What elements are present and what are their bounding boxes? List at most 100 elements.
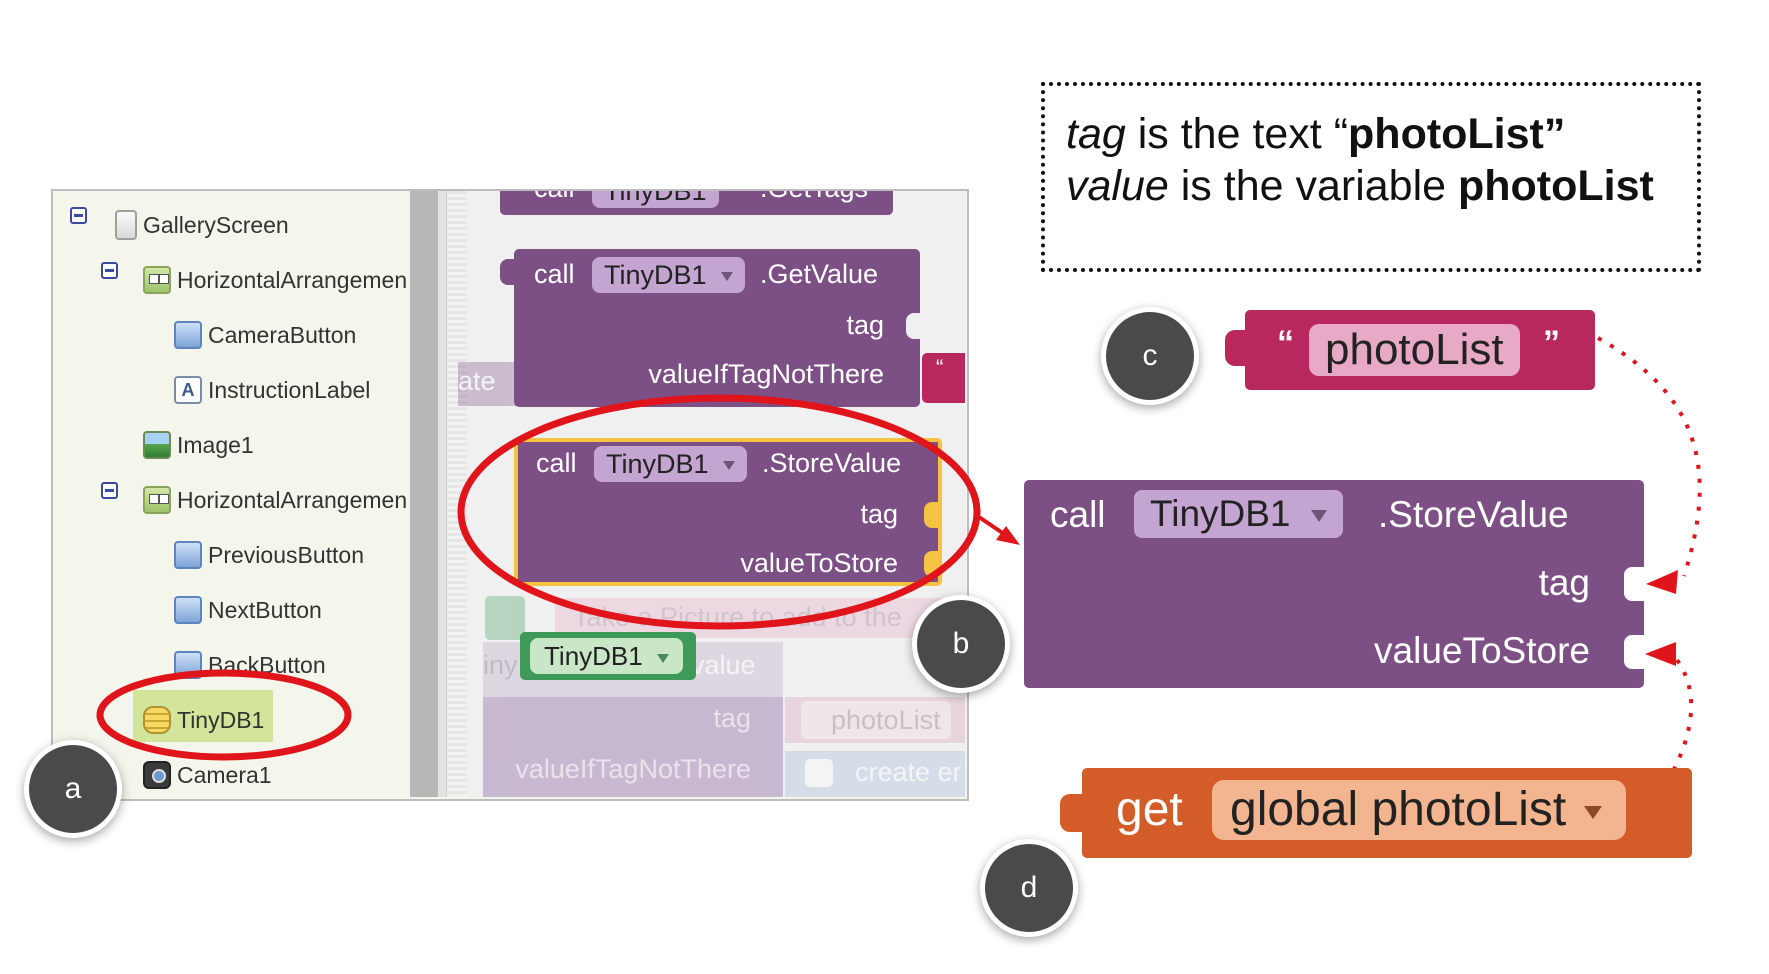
param-value-if-tag-not-there: valueIfTagNotThere bbox=[648, 359, 884, 389]
method-name: .StoreValue bbox=[762, 448, 902, 478]
method-name: .StoreValue bbox=[1378, 494, 1569, 535]
ghost-photolist-block: photoList bbox=[785, 697, 965, 743]
label-icon: A bbox=[174, 376, 202, 404]
block-connector bbox=[500, 259, 514, 285]
tree-item-camerabutton[interactable]: CameraButton bbox=[174, 318, 356, 352]
highlight-ring-storevalue bbox=[457, 394, 981, 630]
chevron-down-icon bbox=[720, 272, 733, 282]
connector-tag bbox=[1597, 336, 1702, 577]
horizontal-arrangement-icon bbox=[143, 266, 171, 294]
ghost-text: iny bbox=[483, 650, 518, 680]
collapse-toggle-icon[interactable] bbox=[101, 482, 118, 499]
component-dropdown[interactable]: TinyDB1 bbox=[592, 191, 719, 208]
panel-splitter-edge bbox=[438, 191, 446, 797]
tree-item-image1[interactable]: Image1 bbox=[143, 428, 254, 462]
highlight-ring-tinydb bbox=[96, 669, 352, 761]
tree-item-label: CameraButton bbox=[208, 321, 357, 348]
camera-icon bbox=[143, 761, 171, 789]
close-quote: ” bbox=[1543, 324, 1560, 362]
quote-mark: “ bbox=[936, 355, 944, 380]
storevalue-block[interactable]: call TinyDB1 .StoreValue tag valueToStor… bbox=[514, 438, 942, 586]
tree-item-label: InstructionLabel bbox=[208, 376, 371, 403]
param-tag: tag bbox=[1538, 562, 1590, 603]
connector-value-arrowhead bbox=[1645, 642, 1676, 666]
label-b: b bbox=[917, 600, 1005, 688]
note-line-1: tag is the text “photoList” bbox=[1066, 110, 1566, 158]
text-block-photolist[interactable]: “ photoList ” bbox=[1245, 310, 1595, 390]
collapse-toggle-icon[interactable] bbox=[101, 262, 118, 279]
tree-item-label: HorizontalArrangemen bbox=[177, 486, 408, 513]
tree-item-label: TinyDB1 bbox=[177, 706, 265, 733]
tree-item-galleryscreen[interactable]: GalleryScreen bbox=[115, 208, 289, 242]
label-a: a bbox=[29, 745, 117, 833]
image-icon bbox=[143, 431, 171, 459]
text-block-partial[interactable]: “ bbox=[922, 353, 965, 403]
get-variable-block[interactable]: get global photoList bbox=[1082, 768, 1692, 858]
tree-item-label: Image1 bbox=[177, 431, 254, 458]
label-c: c bbox=[1106, 312, 1194, 400]
workspace-scrollbar[interactable] bbox=[447, 191, 467, 797]
storevalue-block-enlarged[interactable]: call TinyDB1 .StoreValue tag valueToStor… bbox=[1024, 480, 1644, 688]
component-dropdown[interactable]: TinyDB1 bbox=[592, 257, 745, 293]
ghost-block: ate bbox=[458, 362, 516, 406]
collapse-toggle-icon[interactable] bbox=[70, 207, 87, 224]
get-block-connector bbox=[1060, 794, 1084, 832]
param-value-to-store: valueToStore bbox=[740, 548, 898, 578]
input-socket bbox=[906, 313, 920, 339]
gettags-block[interactable]: call TinyDB1 .GetTags bbox=[500, 191, 893, 215]
method-name: .GetTags bbox=[760, 191, 868, 204]
tree-item-horizontalarrangement2[interactable]: HorizontalArrangemen bbox=[143, 483, 407, 517]
connector-value bbox=[1669, 658, 1694, 776]
ghost-text: tag bbox=[713, 703, 751, 733]
component-dropdown[interactable]: TinyDB1 bbox=[1134, 490, 1343, 538]
open-quote: “ bbox=[1277, 324, 1294, 362]
tinydb-component-block[interactable]: TinyDB1 bbox=[520, 632, 696, 680]
gear-icon bbox=[805, 759, 833, 787]
chevron-down-icon bbox=[656, 653, 669, 663]
chevron-down-icon bbox=[722, 461, 735, 471]
call-keyword: call bbox=[534, 191, 575, 204]
screen-icon bbox=[115, 210, 137, 240]
ghost-create-list-block: create er bbox=[785, 751, 965, 797]
pointer-arrow-head bbox=[996, 526, 1020, 545]
text-value[interactable]: photoList bbox=[1309, 324, 1520, 376]
label-d: d bbox=[985, 844, 1073, 932]
tree-item-previousbutton[interactable]: PreviousButton bbox=[174, 538, 364, 572]
horizontal-arrangement-icon bbox=[143, 486, 171, 514]
button-icon bbox=[174, 596, 202, 624]
panel-splitter[interactable] bbox=[410, 191, 438, 797]
call-keyword: call bbox=[534, 259, 575, 289]
param-tag: tag bbox=[846, 310, 884, 340]
param-tag: tag bbox=[860, 499, 898, 529]
tree-item-label: Camera1 bbox=[177, 761, 272, 788]
tree-item-camera1[interactable]: Camera1 bbox=[143, 758, 272, 792]
variable-dropdown[interactable]: global photoList bbox=[1212, 780, 1627, 840]
tree-item-nextbutton[interactable]: NextButton bbox=[174, 593, 322, 627]
tree-item-instructionlabel[interactable]: A InstructionLabel bbox=[174, 373, 370, 407]
button-icon bbox=[174, 321, 202, 349]
tree-item-label: NextButton bbox=[208, 596, 322, 623]
component-dropdown[interactable]: TinyDB1 bbox=[594, 446, 747, 482]
ghost-text: valueIfTagNotThere bbox=[515, 754, 751, 784]
explanation-note bbox=[1041, 82, 1701, 272]
chevron-down-icon bbox=[1584, 806, 1603, 819]
tree-item-horizontalarrangement1[interactable]: HorizontalArrangemen bbox=[143, 263, 407, 297]
tag-input-socket bbox=[1624, 567, 1644, 601]
component-dropdown[interactable]: TinyDB1 bbox=[530, 638, 683, 674]
call-keyword: call bbox=[536, 448, 577, 478]
getvalue-block[interactable]: call TinyDB1 .GetValue tag valueIfTagNot… bbox=[514, 249, 920, 407]
tree-item-tinydb1[interactable]: TinyDB1 bbox=[143, 703, 264, 737]
tree-item-label: PreviousButton bbox=[208, 541, 364, 568]
ghost-text: value bbox=[691, 650, 756, 680]
ghost-text: ate bbox=[458, 366, 496, 396]
ghost-params: tag valueIfTagNotThere bbox=[483, 697, 783, 797]
tinydb-icon bbox=[143, 706, 171, 734]
get-keyword: get bbox=[1116, 783, 1183, 836]
text-block-connector bbox=[1225, 330, 1247, 366]
tree-item-label: HorizontalArrangemen bbox=[177, 266, 408, 293]
chevron-down-icon bbox=[1310, 510, 1327, 523]
connector-tag-arrowhead bbox=[1646, 570, 1678, 594]
note-line-2: value is the variable photoList bbox=[1066, 162, 1654, 210]
ghost-text: photoList bbox=[831, 705, 941, 735]
